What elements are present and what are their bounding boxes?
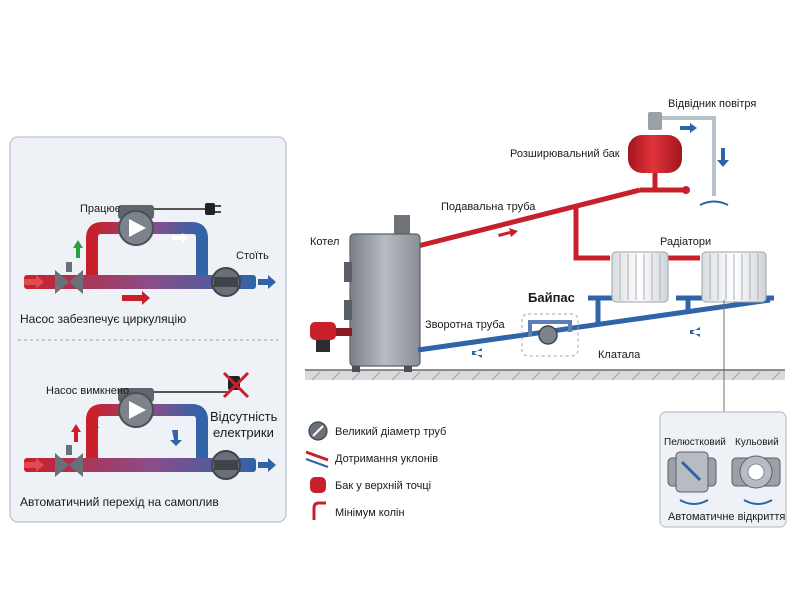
supply-pipe-label: Подавальна труба	[441, 201, 536, 213]
bypass-valve-icon	[538, 325, 558, 345]
bypass-frame	[521, 313, 579, 357]
floor	[305, 370, 785, 380]
flow-arrow	[472, 348, 482, 358]
boiler-label: Котел	[310, 236, 339, 248]
scheme-pump-working: Працює Стоїть Насос забезпечує циркуляці…	[20, 203, 276, 326]
legend-label-3: Бак у верхній точці	[335, 480, 431, 492]
return-pipe-label: Зворотна труба	[425, 319, 505, 331]
top-caption: Насос забезпечує циркуляцію	[20, 312, 186, 326]
scheme-pump-off: Насос вимкнено Відсутність електрики Авт…	[20, 371, 278, 509]
open-arrow	[743, 499, 773, 505]
check-valve-label: Клатала	[598, 349, 641, 361]
flow-arrow	[24, 275, 44, 289]
flap-valve-label: Пелюстковий	[664, 437, 726, 448]
bypass-pipe	[528, 320, 572, 336]
air-vent-label: Відвідник повітря	[668, 98, 756, 110]
plug-icon	[205, 203, 215, 215]
flow-arrow	[172, 233, 188, 243]
legend-label-1: Великий діаметр труб	[335, 426, 446, 438]
expansion-tank-label: Розширювальний бак	[510, 148, 620, 160]
slope-icon	[305, 450, 329, 462]
flow-arrow	[24, 458, 44, 472]
flow-arrow-up	[89, 420, 99, 438]
radiators-label: Радіатори	[660, 236, 711, 248]
flow-arrow	[690, 327, 700, 337]
pump-working-label: Працює	[80, 203, 121, 215]
flow-arrow	[122, 291, 150, 305]
flow-arrow	[498, 228, 518, 237]
inlet-valve-icon	[55, 270, 69, 294]
flow-arrow-down	[717, 148, 729, 167]
air-vent-icon	[648, 112, 662, 130]
auto-open-caption: Автоматичне відкриття	[668, 511, 785, 523]
legend-label-4: Мінімум колін	[335, 507, 405, 519]
open-arrow	[679, 499, 709, 505]
bypass-label: Байпас	[528, 290, 575, 305]
no-power-label-2: електрики	[213, 425, 274, 440]
tank-top-icon	[310, 477, 326, 493]
return-pipe	[417, 297, 771, 353]
no-power-label-1: Відсутність	[210, 409, 278, 424]
expansion-tank-icon	[628, 135, 682, 173]
burner-icon	[310, 322, 336, 340]
flow-arrow-up	[73, 240, 83, 258]
valve-box: Пелюстковий Кульовий Автоматичне відкрит…	[659, 411, 787, 528]
supply-drop-pipe	[573, 205, 610, 261]
boiler-icon	[349, 233, 421, 367]
radiator-right	[701, 251, 767, 303]
legend: Великий діаметр труб Дотримання уклонів …	[305, 421, 446, 520]
stopped-label: Стоїть	[236, 250, 269, 262]
inlet-valve-icon	[55, 453, 69, 477]
flow-arrow	[258, 275, 276, 289]
legend-label-2: Дотримання уклонів	[335, 453, 438, 465]
ball-valve-label: Кульовий	[735, 437, 779, 448]
flow-arrow-down	[170, 430, 182, 446]
supply-pipe	[417, 187, 641, 249]
left-panel	[9, 136, 287, 523]
drain-cup	[699, 200, 729, 206]
pump-off-label: Насос вимкнено	[46, 385, 129, 397]
boiler-chimney	[394, 215, 410, 237]
flow-arrow-up	[71, 424, 81, 442]
flow-arrow	[258, 458, 276, 472]
min-bends-icon	[312, 501, 326, 520]
radiator-left	[611, 251, 669, 303]
bottom-caption: Автоматичний перехід на самоплив	[20, 495, 219, 509]
flow-arrow	[680, 123, 697, 133]
